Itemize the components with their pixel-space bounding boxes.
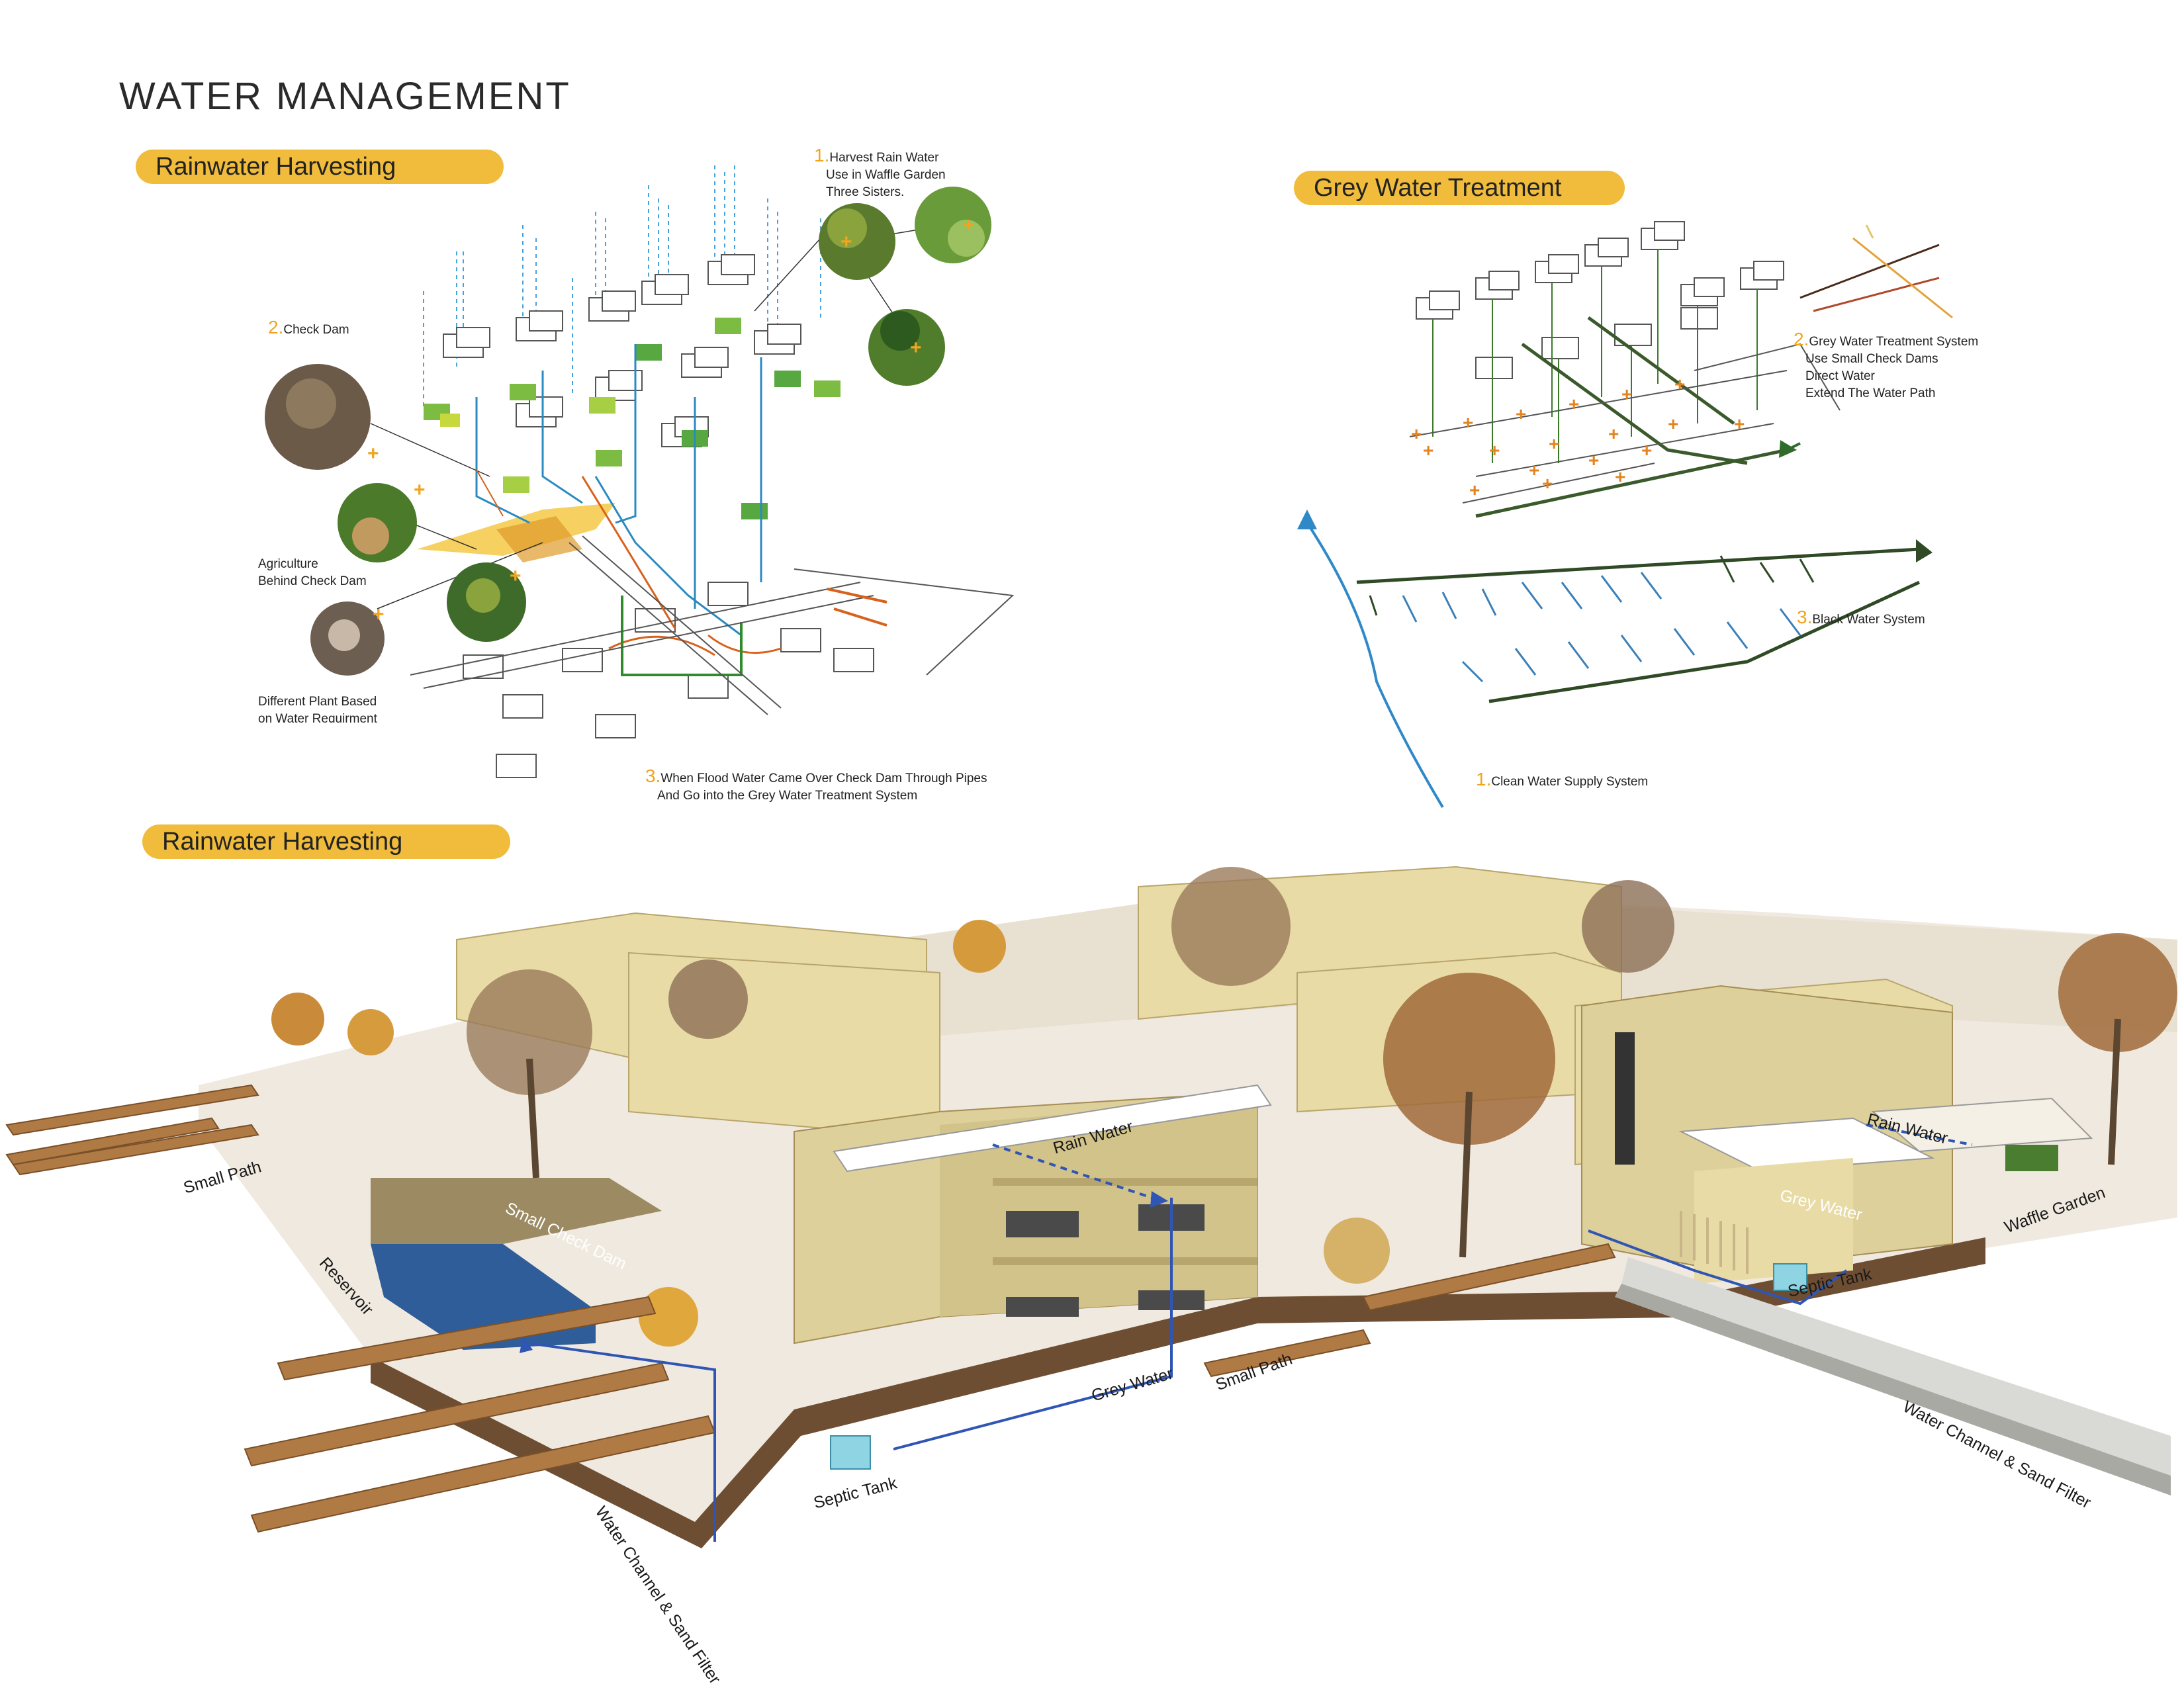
annotation-black-water: 3.Black Water System <box>1797 607 1925 627</box>
annotation-different-plant: Different Plant Based on Water Requirmen… <box>258 695 377 723</box>
svg-text:+: + <box>1469 480 1480 500</box>
annotation-flood-water: 3.When Flood Water Came Over Check Dam T… <box>645 766 987 803</box>
grey-treatment-markers: ++++ ++++ ++++ ++++ ++ <box>1411 374 1745 500</box>
annotation-grey-water-treatment: 2.Grey Water Treatment System Use Small … <box>1794 329 1979 401</box>
svg-text:+: + <box>414 479 426 501</box>
svg-text:+: + <box>1674 374 1685 394</box>
page-title: WATER MANAGEMENT <box>119 75 571 118</box>
front-building-section <box>794 1084 1272 1345</box>
annotation-clean-water: 1.Clean Water Supply System <box>1476 769 1649 789</box>
svg-text:+: + <box>1641 440 1652 461</box>
svg-text:+: + <box>367 443 379 465</box>
svg-text:+: + <box>1588 450 1599 470</box>
svg-text:+: + <box>1569 394 1579 414</box>
section-pill-rainwater-top: Rainwater Harvesting <box>136 150 504 184</box>
svg-text:+: + <box>1529 460 1539 480</box>
section-pill-rainwater-bottom: Rainwater Harvesting <box>142 824 510 859</box>
grey-channels <box>1475 316 1788 518</box>
rain-water-arrows <box>992 1124 1973 1199</box>
wooden-paths <box>5 1084 1616 1533</box>
svg-text:+: + <box>1668 414 1678 434</box>
trees <box>271 867 2177 1347</box>
svg-text:+: + <box>1489 440 1500 461</box>
annotation-agriculture: Agriculture Behind Check Dam <box>258 557 367 588</box>
earth-section <box>371 1237 1985 1548</box>
svg-text:+: + <box>963 214 975 236</box>
annotation-check-dam: 2.Check Dam <box>268 317 349 337</box>
water-channel-right <box>1621 1257 2171 1476</box>
svg-text:+: + <box>1549 433 1559 454</box>
svg-text:+: + <box>1542 473 1553 494</box>
svg-text:+: + <box>1621 384 1632 404</box>
grey-water-pipes <box>529 1198 1848 1542</box>
grey-house-wireframes <box>1416 221 1784 379</box>
photo-circles <box>265 187 991 676</box>
svg-text:+: + <box>1463 412 1473 433</box>
flow-arrows <box>1799 224 1953 319</box>
plus-markers: + + + + + + + <box>367 214 975 625</box>
septic-tank-left <box>830 1435 871 1470</box>
black-water-network <box>1356 547 1921 703</box>
svg-text:+: + <box>1615 466 1625 487</box>
annotation-harvest-rain-water: 1.Harvest Rain Water Use in Waffle Garde… <box>814 145 946 200</box>
section-pill-grey-water: Grey Water Treatment <box>1294 171 1625 205</box>
svg-text:+: + <box>1734 414 1745 434</box>
svg-text:+: + <box>1423 440 1433 461</box>
svg-text:+: + <box>910 337 922 359</box>
streets <box>410 535 1015 715</box>
waffle-garden-patches <box>424 318 841 519</box>
black-water-branches <box>1402 572 1801 683</box>
water-pipes <box>475 344 762 637</box>
svg-text:+: + <box>841 231 852 253</box>
svg-text:+: + <box>373 603 385 625</box>
svg-text:+: + <box>1411 423 1422 444</box>
svg-text:+: + <box>1608 423 1619 444</box>
fence <box>1680 1211 1749 1274</box>
septic-tank-right <box>1773 1263 1807 1291</box>
svg-text:+: + <box>1516 404 1526 424</box>
svg-text:+: + <box>510 565 522 587</box>
clean-water-line <box>1306 521 1444 809</box>
